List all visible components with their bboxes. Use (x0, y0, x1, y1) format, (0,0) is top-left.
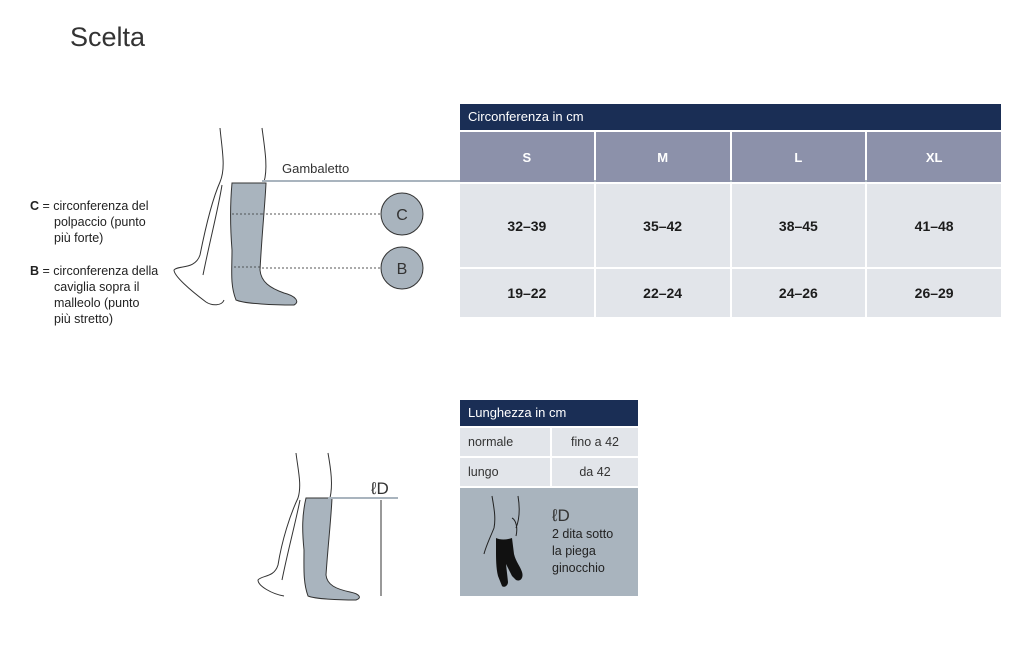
leg-illustration-bottom (257, 452, 332, 597)
legend-c-line-3: più forte) (54, 231, 104, 245)
stocking-top (230, 182, 298, 306)
length-table-header: Lunghezza in cm (460, 400, 638, 426)
table-cell: 19–22 (460, 269, 594, 317)
legend-c-line-1: = circonferenza del (39, 199, 149, 213)
table-cell: 24–26 (731, 269, 866, 317)
table-row-b: 19–22 22–24 24–26 26–29 (460, 269, 1001, 317)
legend-b: B = circonferenza della caviglia sopra i… (30, 263, 158, 327)
legend-b-letter: B (30, 264, 40, 278)
length-row-normale: normale fino a 42 (460, 428, 638, 456)
length-note-line-1: 2 dita sotto (552, 527, 614, 541)
knee-stocking-icon (483, 495, 523, 587)
table-cell: 35–42 (595, 184, 730, 267)
length-note-line-2: la piega (552, 544, 596, 558)
size-l-header: L (731, 132, 866, 182)
legend-b-line-3: malleolo (punto (54, 296, 140, 310)
size-m-header: M (595, 132, 730, 182)
marker-b-circle (380, 246, 424, 290)
marker-c-text: C (396, 207, 408, 224)
length-note-box: ℓD 2 dita sotto la piega ginocchio (460, 488, 638, 596)
marker-b-text: B (397, 261, 408, 278)
table-cell: 32–39 (460, 184, 594, 267)
table-cell: 38–45 (731, 184, 866, 267)
length-note-text: ℓD 2 dita sotto la piega ginocchio (552, 506, 613, 577)
legend-b-line-1: = circonferenza della (39, 264, 159, 278)
circumference-table: Circonferenza in cm S M L XL 32–39 35–42… (460, 104, 1001, 317)
length-label: lungo (460, 458, 550, 486)
size-s-header: S (460, 132, 594, 182)
ld-label: ℓD (371, 479, 389, 498)
length-row-lungo: lungo da 42 (460, 458, 638, 486)
legend-b-line-4: più stretto) (54, 312, 114, 326)
legend-b-line-2: caviglia sopra il (54, 280, 140, 294)
legend-c-line-2: polpaccio (punto (54, 215, 146, 229)
leg-illustration-top (173, 127, 267, 306)
length-note-line-3: ginocchio (552, 561, 605, 575)
page-title: Scelta (70, 22, 146, 52)
table-cell: 22–24 (595, 269, 730, 317)
length-note-symbol: ℓD (552, 506, 570, 525)
legend-c-letter: C (30, 199, 40, 213)
length-value: fino a 42 (552, 428, 638, 456)
marker-c-circle (380, 192, 424, 236)
circumference-table-header: Circonferenza in cm (460, 104, 1001, 130)
size-xl-header: XL (867, 132, 1001, 182)
table-cell: 26–29 (867, 269, 1001, 317)
length-table: Lunghezza in cm normale fino a 42 lungo … (460, 400, 638, 596)
length-value: da 42 (552, 458, 638, 486)
length-label: normale (460, 428, 550, 456)
stocking-bottom (302, 497, 360, 601)
legend-c: C = circonferenza del polpaccio (punto p… (30, 198, 148, 246)
table-row-c: 32–39 35–42 38–45 41–48 (460, 184, 1001, 267)
gambaletto-label: Gambaletto (282, 161, 350, 176)
size-header-row: S M L XL (460, 132, 1001, 182)
table-cell: 41–48 (867, 184, 1001, 267)
